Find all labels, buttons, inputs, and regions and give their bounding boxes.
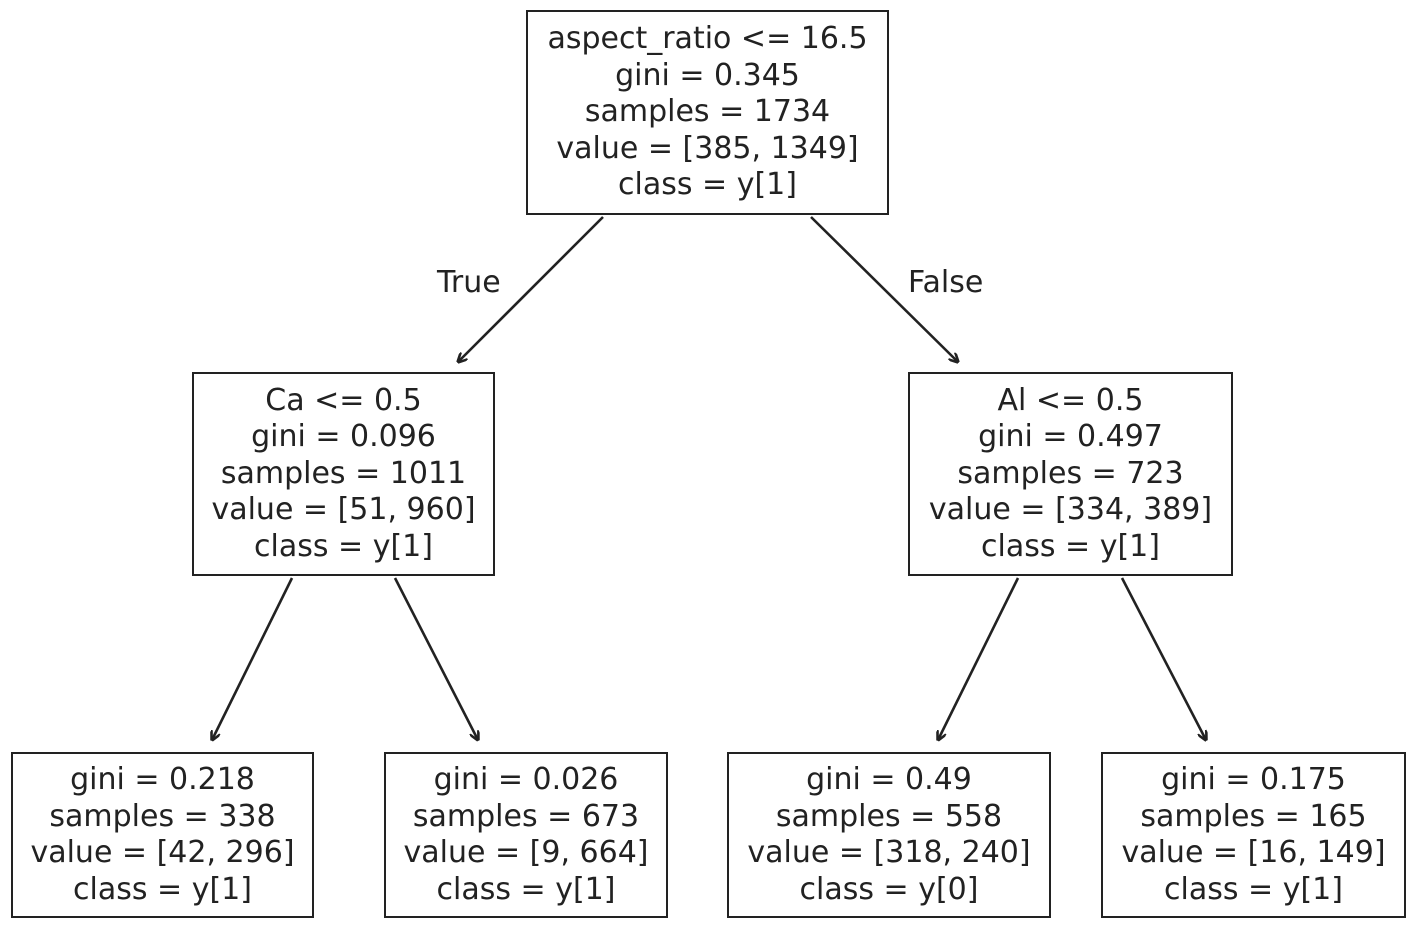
edge-n0-n2 [810,216,958,362]
node-line: samples = 165 [1140,798,1367,834]
node-line: samples = 723 [957,455,1184,491]
node-line: gini = 0.096 [251,419,436,455]
node-line: value = [9, 664] [403,835,649,870]
node-line: Al <= 0.5 [997,382,1144,418]
node-line: gini = 0.175 [1161,762,1346,797]
edge-n2-n6 [1120,577,1206,740]
node-line: samples = 673 [412,798,640,834]
node-line: value = [42, 296] [30,835,295,870]
edge-label-true: True [437,265,501,300]
node-line: class = y[0] [799,871,979,907]
node-line: gini = 0.218 [70,762,255,797]
node-line: aspect_ratio <= 16.5 [547,21,868,57]
node-line: gini = 0.026 [433,762,619,797]
node-line: samples = 338 [49,798,276,834]
node-line: gini = 0.497 [978,419,1163,455]
node-line: class = y[1] [73,871,252,907]
edge-n1-n3 [212,577,294,740]
node-line: class = y[1] [1164,871,1343,907]
node-line: gini = 0.345 [615,57,800,93]
edge-n2-n5 [938,577,1020,740]
node-line: value = [51, 960] [211,492,476,528]
node-line: class = y[1] [618,167,797,203]
node-line: samples = 1011 [220,455,467,491]
node-line: class = y[1] [981,528,1160,564]
edge-n1-n4 [393,577,478,740]
node-line: class = y[1] [436,871,616,907]
node-line: gini = 0.49 [806,762,972,797]
node-line: samples = 1734 [584,94,831,130]
edge-n0-n1 [458,216,604,362]
node-line: value = [318, 240] [747,835,1031,870]
node-line: value = [385, 1349] [556,130,859,166]
node-line: class = y[1] [254,528,433,564]
node-line: samples = 558 [775,798,1003,834]
edge-label-false: False [908,265,984,300]
node-line: value = [334, 389] [928,492,1213,528]
node-line: value = [16, 149] [1121,835,1386,870]
node-line: Ca <= 0.5 [265,382,422,418]
